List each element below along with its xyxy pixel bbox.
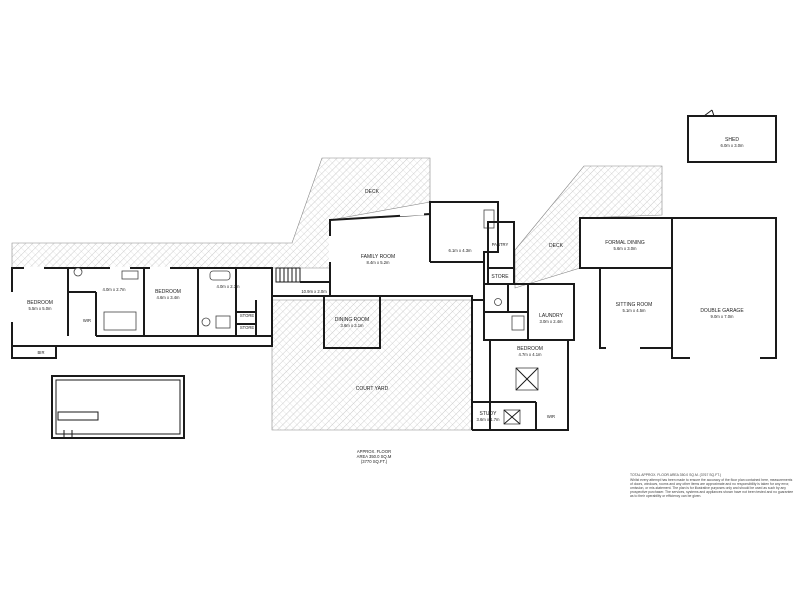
label-bedroom-west: BEDROOM [27, 300, 53, 306]
size-family-room: 8.4m x 5.2m [366, 260, 390, 265]
label-wir-east: WIR [547, 414, 555, 419]
deck-west-area [11, 157, 431, 269]
west-wing [10, 266, 273, 359]
label-study: STUDY [480, 411, 498, 417]
size-bathroom: 4.0m x 2.3m [216, 284, 240, 289]
label-store-kitchen: STORE [491, 274, 509, 280]
disclaimer-line-1: Whilst every attempt has been made to en… [630, 478, 793, 482]
size-laundry: 3.0m x 2.4m [539, 319, 563, 324]
deck-east-area [514, 165, 663, 289]
size-bedroom-west: 5.5m x 5.0m [28, 306, 52, 311]
total-floor-area: TOTAL APPROX. FLOOR AREA 350.0 SQ.M. (37… [630, 473, 721, 477]
floor-area-line-2: AREA 350.0 SQ.M [357, 454, 392, 459]
size-sitting-room: 5.1m x 4.5m [622, 308, 646, 313]
label-bedroom-east: BEDROOM [517, 346, 543, 352]
disclaimer-line-2: of doors, windows, rooms and any other i… [630, 482, 789, 486]
disclaimer-line-3: omission, or mis-statement. The plan is … [630, 486, 786, 490]
label-bir: BIR [38, 350, 45, 355]
label-courtyard: COURT YARD [356, 386, 389, 392]
size-shed: 6.0m x 3.0m [720, 143, 744, 148]
label-sitting-room: SITTING ROOM [616, 302, 653, 308]
stairs [275, 267, 301, 283]
shed-outline [687, 115, 777, 163]
label-store-a: STORE [240, 313, 255, 318]
label-pantry: PANTRY [492, 242, 509, 247]
label-laundry: LAUNDRY [539, 313, 563, 319]
disclaimer-line-4: prospective purchaser. The services, sys… [630, 490, 793, 494]
label-dining-room: DINING ROOM [335, 317, 369, 323]
disclaimer-line-5: as to their operability or efficiency ca… [630, 494, 701, 498]
label-bedroom-middle: BEDROOM [155, 289, 181, 295]
size-study: 3.6m x 1.7m [476, 417, 500, 422]
size-dining-room: 3.6m x 3.1m [340, 323, 364, 328]
floor-area-line-3: (3770 SQ.FT.) [361, 459, 388, 464]
pool [51, 375, 185, 439]
size-formal-dining: 5.6m x 3.0m [613, 246, 637, 251]
label-shed: SHED [725, 137, 739, 143]
label-wir-west: WIR [83, 318, 91, 323]
east-rooms [471, 283, 575, 431]
size-bedroom-middle: 4.6m x 3.4m [156, 295, 180, 300]
size-bedroom-east: 4.7m x 4.1m [518, 352, 542, 357]
size-ensuite-west: 4.0m x 2.7m [102, 287, 126, 292]
label-store-b: STORE [240, 325, 255, 330]
size-kitchen: 6.1m x 4.3m [448, 248, 472, 253]
label-double-garage: DOUBLE GARAGE [700, 308, 744, 314]
courtyard-area [271, 299, 473, 431]
label-deck-west: DECK [365, 189, 380, 195]
central-living [271, 201, 515, 349]
size-passage: 10.9m x 2.0m [301, 289, 327, 294]
label-formal-dining: FORMAL DINING [605, 240, 645, 246]
floor-area-line-1: APPROX. FLOOR [357, 449, 391, 454]
label-family-room: FAMILY ROOM [361, 254, 395, 260]
label-deck-east: DECK [549, 243, 564, 249]
size-double-garage: 9.0m x 7.0m [710, 314, 734, 319]
north-east-wing [579, 217, 777, 360]
